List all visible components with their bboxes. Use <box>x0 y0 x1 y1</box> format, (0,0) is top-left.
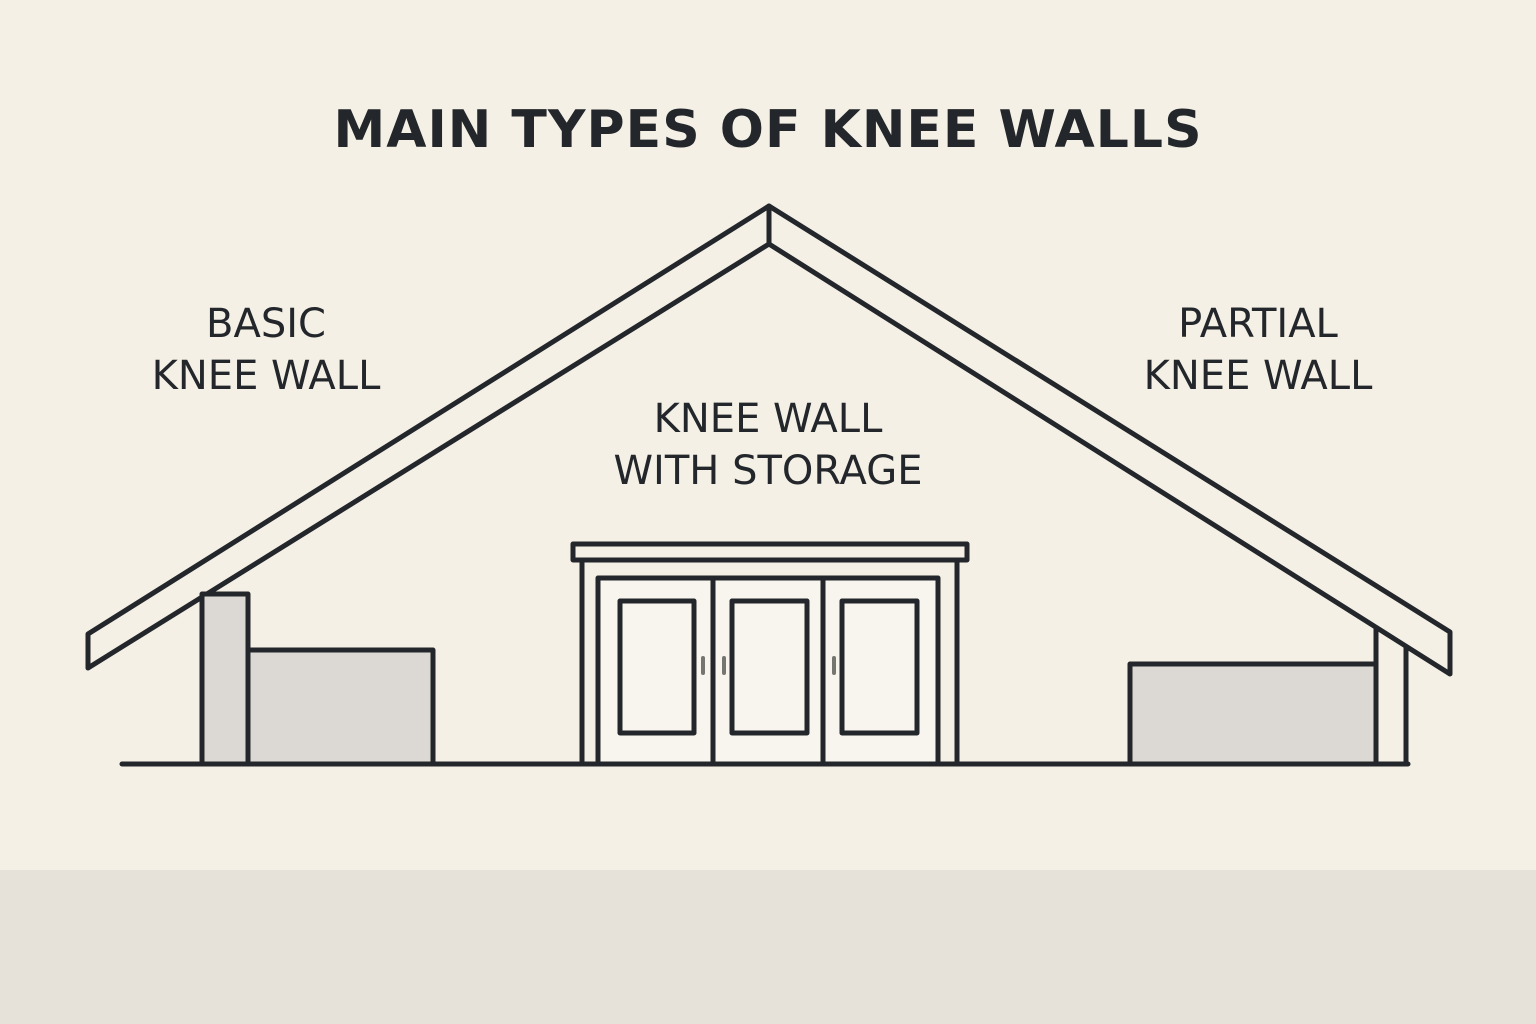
label-line: BASIC <box>206 301 326 347</box>
label-partial-knee-wall: PARTIAL KNEE WALL <box>1108 298 1408 402</box>
door-panel-3 <box>839 598 920 736</box>
label-line: KNEE WALL <box>653 396 883 442</box>
storage-cap <box>570 541 970 563</box>
roof-right <box>766 203 1453 677</box>
door-panel-2 <box>729 598 810 736</box>
label-line: KNEE WALL <box>1143 353 1373 399</box>
basic-knee-wall-box <box>245 647 436 767</box>
label-line: WITH STORAGE <box>613 448 923 494</box>
floor-band <box>0 870 1536 1024</box>
storage-door-frame <box>595 575 941 767</box>
partial-knee-wall-box <box>1127 661 1379 767</box>
label-basic-knee-wall: BASIC KNEE WALL <box>116 298 416 402</box>
page-title: MAIN TYPES OF KNEE WALLS <box>333 100 1203 160</box>
label-line: KNEE WALL <box>151 353 381 399</box>
door-panel-1 <box>617 598 697 736</box>
label-knee-wall-with-storage: KNEE WALL WITH STORAGE <box>568 393 968 497</box>
basic-knee-wall-stud <box>199 591 251 767</box>
label-line: PARTIAL <box>1178 301 1338 347</box>
